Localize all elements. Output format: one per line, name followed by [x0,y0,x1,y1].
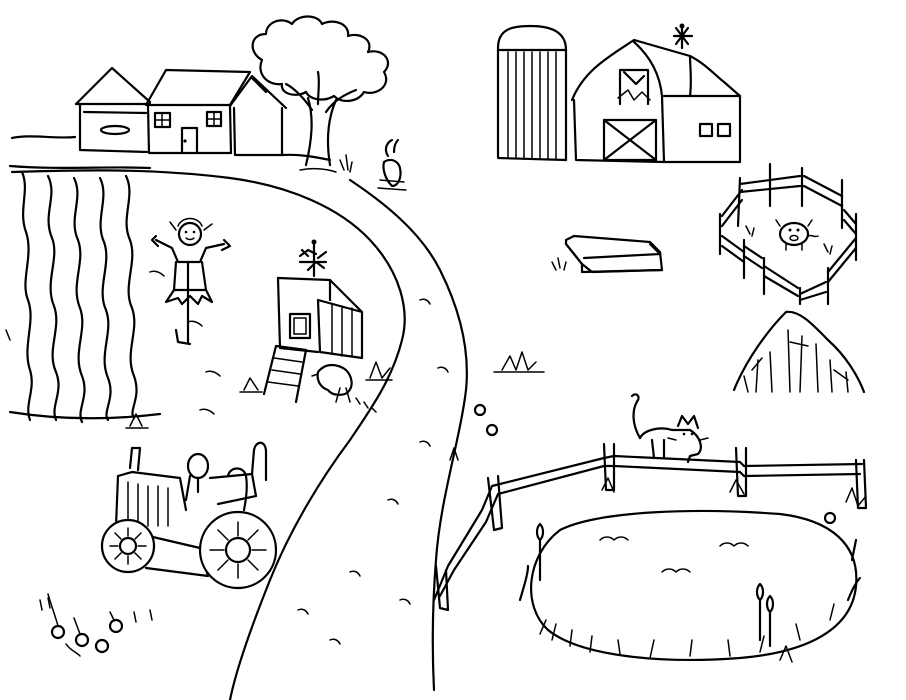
scarecrow [152,219,230,345]
tree [253,17,388,173]
flowers [48,405,835,656]
feed-trough [552,236,662,272]
haystack [734,312,864,392]
silo [498,26,566,160]
chicken [318,365,352,395]
fence [434,444,866,610]
cattails [520,524,860,646]
pig [780,223,808,245]
rabbit [378,140,406,190]
pond [531,511,856,660]
pig-pen [720,164,856,304]
chicken-coop [264,239,376,413]
barn [572,23,740,163]
tractor [102,443,276,588]
crop-field [6,166,220,422]
cat [632,394,708,462]
farmhouse [76,68,286,155]
